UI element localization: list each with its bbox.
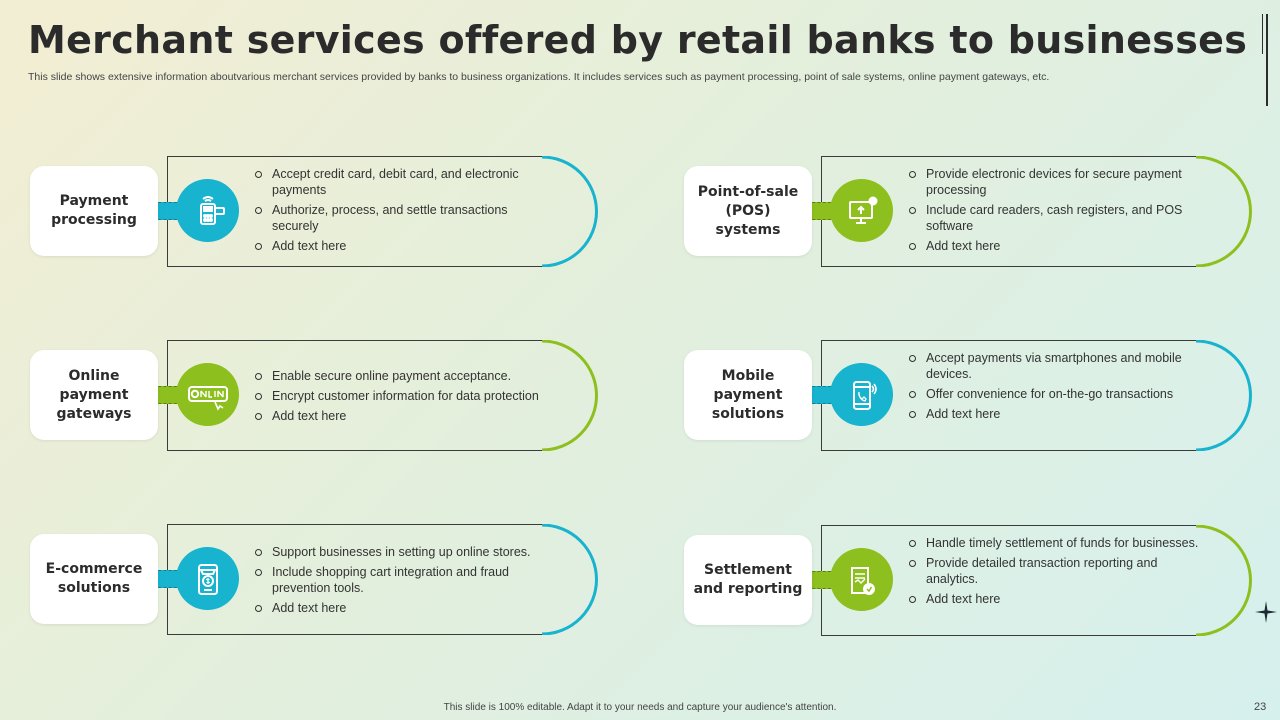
- bullet-item: Accept credit card, debit card, and elec…: [255, 166, 555, 198]
- decorative-line: [1266, 14, 1268, 106]
- online-payment-icon: [176, 363, 239, 426]
- card-arc: [541, 524, 598, 635]
- bullet-item: Include shopping cart integration and fr…: [255, 564, 555, 596]
- card-bullets: Accept credit card, debit card, and elec…: [255, 166, 555, 258]
- bullet-item: Add text here: [909, 591, 1209, 607]
- card-arc: [1195, 340, 1252, 451]
- service-card-mobile-payment-solutions: Mobile payment solutions Accept payments…: [684, 340, 1252, 452]
- bullet-item: Offer convenience for on-the-go transact…: [909, 386, 1209, 402]
- slide-title: Merchant services offered by retail bank…: [28, 18, 1248, 62]
- bullet-item: Add text here: [255, 238, 555, 254]
- bullet-item: Provide electronic devices for secure pa…: [909, 166, 1209, 198]
- page-number: 23: [1254, 701, 1267, 713]
- bullet-item: Add text here: [255, 408, 555, 424]
- card-bullets: Handle timely settlement of funds for bu…: [909, 535, 1209, 611]
- decorative-line-thin: [1262, 14, 1263, 54]
- bullet-item: Handle timely settlement of funds for bu…: [909, 535, 1209, 551]
- card-label: Point-of-sale (POS) systems: [684, 166, 812, 256]
- bullet-item: Support businesses in setting up online …: [255, 544, 555, 560]
- pos-monitor-icon: [830, 179, 893, 242]
- slide-footer: This slide is 100% editable. Adapt it to…: [443, 702, 837, 713]
- card-bullets: Support businesses in setting up online …: [255, 544, 555, 620]
- bullet-item: Add text here: [255, 600, 555, 616]
- card-arc: [541, 156, 598, 267]
- sparkle-icon: [1255, 601, 1277, 623]
- card-label: Settlement and reporting: [684, 535, 812, 625]
- report-document-icon: [830, 548, 893, 611]
- bullet-item: Add text here: [909, 406, 1209, 422]
- card-label: E-commerce solutions: [30, 534, 158, 624]
- bullet-item: Encrypt customer information for data pr…: [255, 388, 555, 404]
- card-label: Online payment gateways: [30, 350, 158, 440]
- card-label: Mobile payment solutions: [684, 350, 812, 440]
- card-bullets: Enable secure online payment acceptance.…: [255, 368, 555, 428]
- bullet-item: Authorize, process, and settle transacti…: [255, 202, 555, 234]
- bullet-item: Enable secure online payment acceptance.: [255, 368, 555, 384]
- card-bullets: Provide electronic devices for secure pa…: [909, 166, 1209, 258]
- slide-subtitle: This slide shows extensive information a…: [28, 71, 1050, 83]
- service-card-online-payment-gateways: Online payment gateways Enable secure on…: [30, 340, 598, 452]
- card-arc: [1195, 525, 1252, 636]
- card-bullets: Accept payments via smartphones and mobi…: [909, 350, 1209, 426]
- online-store-icon: [176, 547, 239, 610]
- smartphone-icon: [830, 363, 893, 426]
- bullet-item: Include card readers, cash registers, an…: [909, 202, 1209, 234]
- card-label: Payment processing: [30, 166, 158, 256]
- service-card-payment-processing: Payment processing Accept credit card, d…: [30, 156, 598, 268]
- service-card-ecommerce-solutions: E-commerce solutions Support businesses …: [30, 524, 598, 636]
- service-card-settlement-reporting: Settlement and reporting Handle timely s…: [684, 525, 1252, 637]
- bullet-item: Provide detailed transaction reporting a…: [909, 555, 1209, 587]
- bullet-item: Accept payments via smartphones and mobi…: [909, 350, 1209, 382]
- card-arc: [541, 340, 598, 451]
- payment-terminal-icon: [176, 179, 239, 242]
- card-arc: [1195, 156, 1252, 267]
- bullet-item: Add text here: [909, 238, 1209, 254]
- service-card-pos-systems: Point-of-sale (POS) systems Provide elec…: [684, 156, 1252, 268]
